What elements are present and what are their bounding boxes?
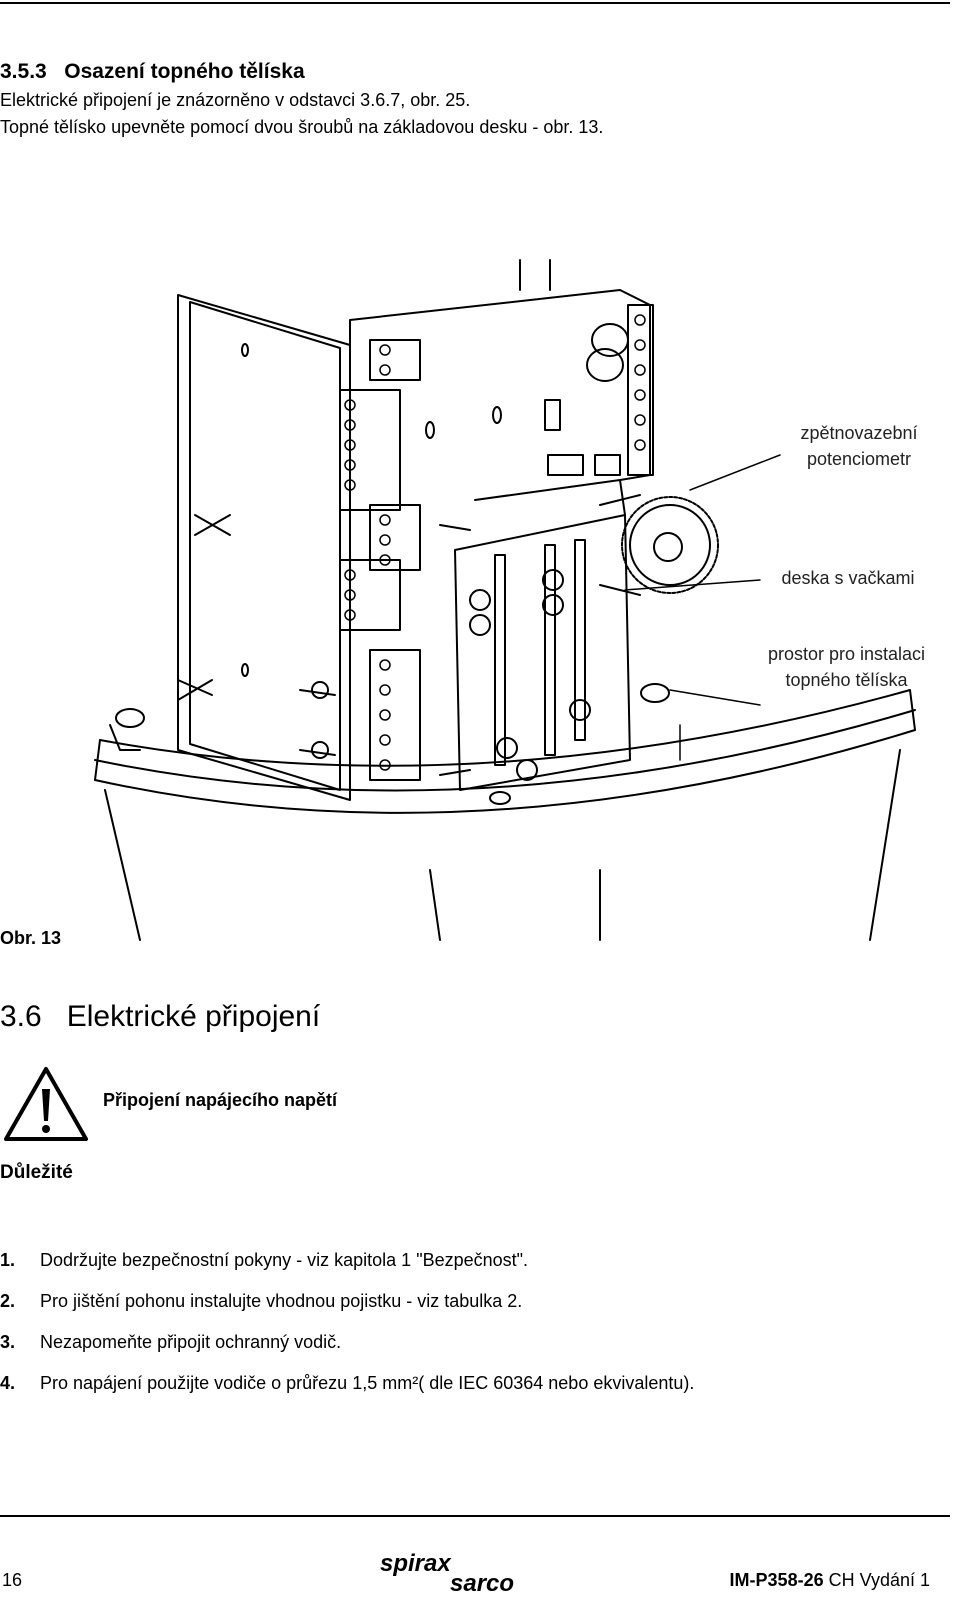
instructions-list: 1. Dodržujte bezpečnostní pokyny - viz ka… xyxy=(0,1250,694,1414)
list-item-text: Dodržujte bezpečnostní pokyny - viz kapi… xyxy=(40,1250,529,1270)
warning-label: Důležité xyxy=(0,1162,73,1183)
list-item-text: Nezapomeňte připojit ochranný vodič. xyxy=(40,1332,342,1352)
warning-icon xyxy=(4,1067,88,1141)
label-potentiometer-2: potenciometr xyxy=(806,449,912,469)
list-item-number: 3. xyxy=(0,1332,16,1352)
label-potentiometer-1: zpětnovazební xyxy=(800,423,918,443)
list-item-number: 4. xyxy=(0,1373,16,1393)
section-line-2: Topné tělísko upevněte pomocí dvou šroub… xyxy=(0,117,604,137)
logo-top: spirax xyxy=(380,1550,451,1577)
document-id: IM-P358-26 CH Vydání 1 xyxy=(730,1570,930,1591)
section2-title: Elektrické připojení xyxy=(66,1000,321,1033)
list-item: 1. Dodržujte bezpečnostní pokyny - viz ka… xyxy=(0,1250,694,1291)
footer-rule xyxy=(0,1515,950,1517)
list-item-text: Pro napájení použijte vodiče o průřezu 1… xyxy=(40,1373,695,1393)
logo-bottom: sarco xyxy=(450,1570,515,1597)
warning-title: Připojení napájecího napětí xyxy=(103,1090,338,1110)
list-item-text: Pro jištění pohonu instalujte vhodnou po… xyxy=(40,1291,523,1311)
list-item-number: 1. xyxy=(0,1250,16,1270)
label-heater-space-1: prostor pro instalaci xyxy=(767,644,926,664)
list-item: 2. Pro jištění pohonu instalujte vhodnou … xyxy=(0,1291,694,1332)
label-heater-space-2: topného tělíska xyxy=(785,670,908,690)
figure-caption: Obr. 13 xyxy=(0,928,62,948)
section-line-1: Elektrické připojení je znázorněno v ods… xyxy=(0,90,471,110)
label-cam-board: deska s vačkami xyxy=(781,568,915,588)
doc-id: IM-P358-26 xyxy=(729,1570,824,1590)
list-item: 3. Nezapomeňte připojit ochranný vodič. xyxy=(0,1332,694,1373)
doc-edition: CH Vydání 1 xyxy=(828,1570,930,1590)
list-item-number: 2. xyxy=(0,1291,16,1311)
section-number: 3.5.3 xyxy=(0,60,47,83)
section-heading: 3.5.3 Osazení topného tělíska xyxy=(0,60,305,84)
section-title: Osazení topného tělíska xyxy=(64,60,305,83)
top-rule xyxy=(0,2,950,4)
section2-heading: 3.6 Elektrické připojení xyxy=(0,1000,320,1034)
actuator-illustration xyxy=(94,259,916,941)
section2-number: 3.6 xyxy=(0,1000,42,1033)
spirax-sarco-logo: spirax sarco xyxy=(380,1550,550,1600)
page-number: 16 xyxy=(2,1570,23,1590)
list-item: 4. Pro napájení použijte vodiče o průřezu… xyxy=(0,1373,694,1414)
